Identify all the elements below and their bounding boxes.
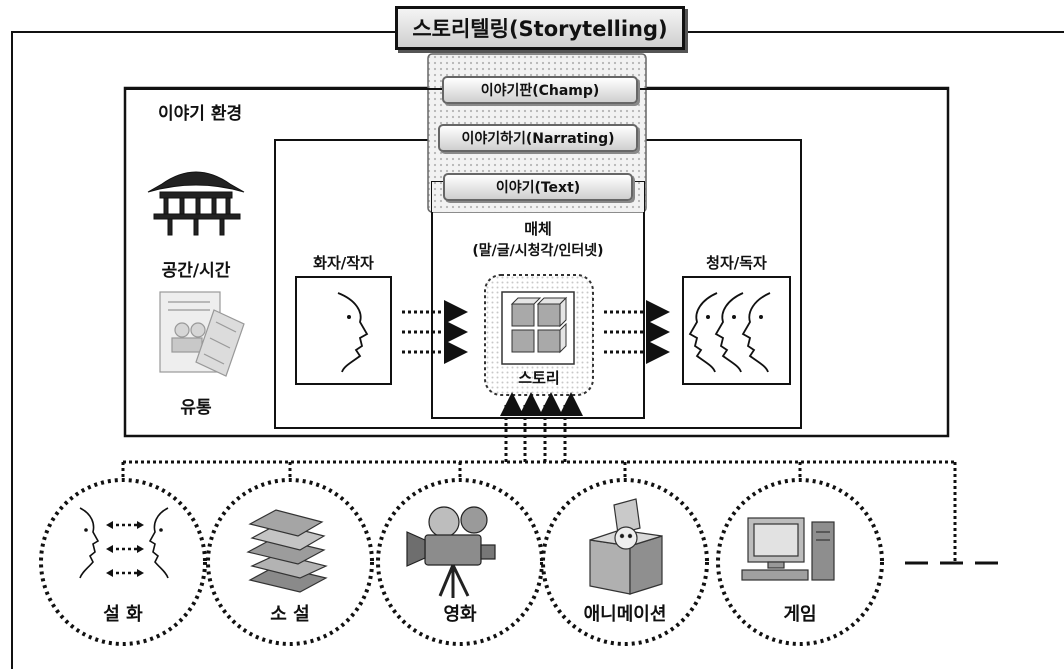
genre-film-label: 영화: [443, 604, 477, 625]
genre-animation-label: 애니메이션: [583, 604, 667, 625]
layer-narrating: 이야기하기(Narrating): [438, 124, 638, 152]
toy-box-icon: [589, 498, 663, 595]
outer-frame: [11, 31, 395, 669]
layer-champ: 이야기판(Champ): [442, 76, 638, 104]
speaker-label: 화자/작자: [313, 254, 374, 272]
genre-folktale-label: 설 화: [103, 604, 143, 625]
movie-camera-icon: [406, 506, 496, 598]
genres-to-story-arrows: [500, 392, 583, 462]
speaker-face-icon: [337, 292, 369, 373]
conversation-icon: [79, 507, 169, 579]
speaker-to-story-arrows: [402, 300, 468, 364]
listener-box: [682, 276, 791, 385]
books-icon: [246, 509, 328, 593]
media-detail: (말/글/시청각/인터넷): [472, 243, 604, 259]
environment-heading: 이야기 환경: [158, 104, 243, 124]
computer-icon: [741, 517, 835, 581]
space-time-label: 공간/시간: [161, 261, 231, 281]
cube-icon: [510, 296, 568, 354]
film-document-icon: [159, 291, 245, 377]
genre-bus: [121, 460, 957, 562]
genre-game-label: 게임: [783, 604, 817, 625]
story-label: 스토리: [518, 369, 560, 387]
genre-novel-label: 소 설: [270, 604, 310, 625]
layer-text: 이야기(Text): [443, 173, 633, 201]
story-to-listener-arrows: [604, 300, 670, 364]
distribution-label: 유통: [180, 398, 212, 418]
listener-label: 청자/독자: [706, 254, 767, 272]
pavilion-icon: [147, 171, 245, 236]
listener-faces-icon: [688, 292, 771, 373]
media-title: 매체: [524, 220, 552, 238]
title-storytelling: 스토리텔링(Storytelling): [395, 6, 685, 50]
